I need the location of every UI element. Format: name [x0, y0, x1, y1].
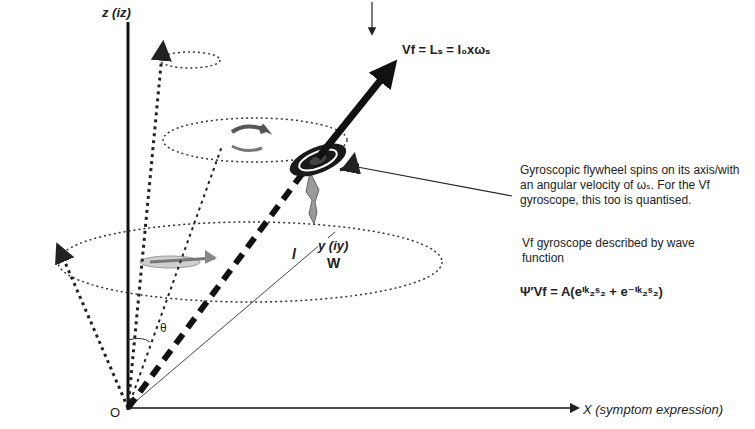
axis-label: z (iz): [102, 5, 131, 21]
precession-circle: [160, 52, 220, 68]
origin-label: O: [110, 403, 120, 421]
spin-arrow: [340, 156, 354, 170]
rotation-icon: [232, 146, 262, 151]
angle-arc: [128, 338, 150, 342]
lever-label: l: [292, 246, 296, 264]
vector-formula: Vf = Lₛ = I₀xωₛ: [402, 40, 490, 58]
lever-arm: [128, 170, 305, 408]
axis-label: X (symptom expression): [583, 402, 723, 418]
pointer-arrow: [371, 2, 372, 34]
callout-note: Gyroscopic flywheel spins on its axis/wi…: [520, 163, 745, 208]
rotation-icon: [232, 125, 266, 132]
weight-label: W: [327, 254, 340, 273]
lever-label: l: [292, 245, 296, 264]
callout-note: Vf gyroscope described by wave function: [522, 236, 712, 266]
angle-label: θ: [160, 318, 167, 336]
radius-arrow: [58, 246, 128, 408]
flywheel: [285, 137, 350, 184]
callout-note: Gyroscopic flywheel spins on its axis/wi…: [520, 163, 745, 208]
z-axis: [127, 22, 130, 410]
weight-label: W: [327, 255, 340, 273]
flywheel-sketch: [140, 250, 217, 268]
weight: [306, 172, 319, 224]
precession-circle: [58, 222, 442, 302]
origin-label: O: [110, 405, 120, 421]
angle-label: θ: [160, 321, 167, 336]
vector-formula: Vf = Lₛ = I₀xωₛ: [402, 42, 490, 58]
axis-label: y (iy): [318, 236, 348, 254]
leader-line: [352, 166, 512, 196]
radius-arrow: [128, 44, 163, 408]
angular-momentum-vector: [318, 66, 392, 158]
axis-label: y (iy): [318, 238, 348, 254]
axis-label: X (symptom expression): [583, 400, 723, 418]
wave-function: Ψ′Vf = A(eⁱᵏ₂ˢ₂ + e⁻ⁱᵏ₂ˢ₂): [520, 282, 663, 300]
callout-note: Vf gyroscope described by wave function: [522, 236, 712, 266]
x-axis: [128, 407, 578, 409]
radius-arrow: [128, 146, 222, 408]
wave-function: Ψ′Vf = A(eⁱᵏ₂ˢ₂ + e⁻ⁱᵏ₂ˢ₂): [520, 284, 663, 300]
axis-label: z (iz): [102, 3, 131, 21]
